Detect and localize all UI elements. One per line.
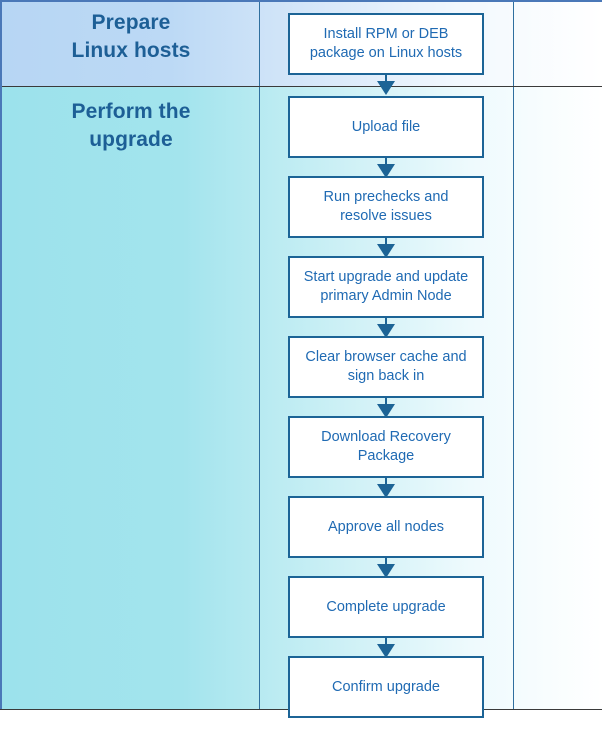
process-node-approve-nodes[interactable]: Approve all nodes (288, 496, 484, 558)
process-node-download-recovery[interactable]: Download Recovery Package (288, 416, 484, 478)
node-label-line1: Install RPM or DEB (323, 26, 449, 43)
process-node-clear-cache[interactable]: Clear browser cache and sign back in (288, 336, 484, 398)
swimlane-label-prepare-line2: Linux hosts (71, 38, 191, 62)
process-node-complete-upgrade[interactable]: Complete upgrade (288, 576, 484, 638)
process-node-start-upgrade[interactable]: Start upgrade and update primary Admin N… (288, 256, 484, 318)
node-label-line1: Run prechecks and (323, 189, 449, 206)
node-label-line1: Upload file (351, 118, 421, 135)
process-node-install-package[interactable]: Install RPM or DEB package on Linux host… (288, 13, 484, 75)
frame-top-border (0, 0, 602, 2)
node-label-line2: sign back in (347, 368, 425, 384)
process-node-run-prechecks[interactable]: Run prechecks and resolve issues (288, 176, 484, 238)
swimlane-label-upgrade-line1: Perform the (71, 100, 191, 123)
swimlane-label-upgrade: Perform the upgrade (6, 98, 256, 153)
node-label-line2: package on Linux hosts (309, 45, 463, 61)
swimlane-label-upgrade-line2: upgrade (89, 127, 173, 151)
swimlane-divider (0, 86, 602, 87)
node-label-line1: Complete upgrade (326, 598, 446, 615)
node-label-line1: Download Recovery (321, 429, 451, 446)
process-column-rule-left (259, 2, 260, 709)
frame-left-border (0, 0, 2, 709)
process-node-confirm-upgrade[interactable]: Confirm upgrade (288, 656, 484, 718)
node-label-line2: primary Admin Node (320, 288, 452, 304)
node-label-line1: Start upgrade and update (303, 269, 469, 286)
node-label-line1: Confirm upgrade (332, 678, 440, 695)
node-label-line2: resolve issues (340, 208, 432, 224)
node-label-line1: Clear browser cache and (305, 349, 467, 366)
process-column-rule-right (513, 2, 514, 709)
process-node-upload-file[interactable]: Upload file (288, 96, 484, 158)
swimlane-label-prepare-line1: Prepare (91, 11, 171, 34)
node-label-line2: Package (357, 448, 415, 464)
node-label-line1: Approve all nodes (327, 518, 445, 535)
swimlane-label-prepare: Prepare Linux hosts (6, 9, 256, 64)
